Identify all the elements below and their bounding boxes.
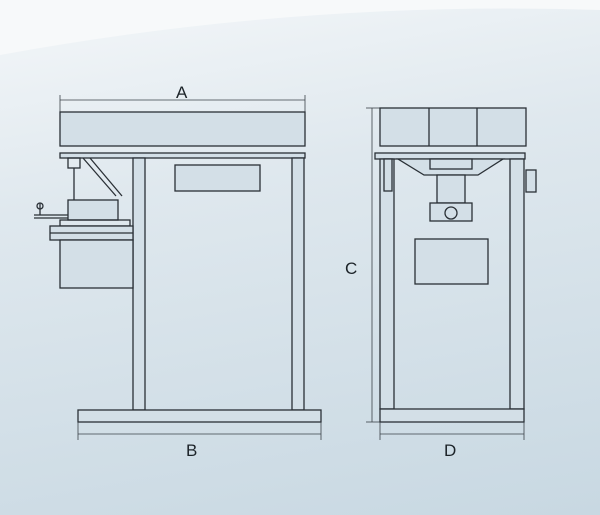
side-top-plate xyxy=(59,152,306,159)
side-right-column xyxy=(291,157,305,411)
front-right-column xyxy=(509,158,525,410)
front-view: C D xyxy=(345,107,537,460)
dimension-a: A xyxy=(59,83,306,112)
side-base xyxy=(77,409,322,423)
front-left-bracket xyxy=(383,158,393,192)
front-base xyxy=(379,408,525,423)
front-left-column xyxy=(379,158,395,410)
label-b: B xyxy=(186,441,197,460)
background-curve xyxy=(0,0,600,55)
dimension-b: B xyxy=(77,422,322,460)
side-view: A xyxy=(34,83,322,460)
side-left-column xyxy=(132,157,146,411)
dimension-c: C xyxy=(345,107,380,423)
front-panel xyxy=(414,238,489,285)
label-a: A xyxy=(176,83,188,102)
front-side-handle xyxy=(525,169,537,193)
dimension-d: D xyxy=(379,422,525,460)
side-label-panel xyxy=(174,164,261,192)
front-funnel-neck xyxy=(429,158,473,170)
front-filling-head xyxy=(429,174,473,222)
label-d: D xyxy=(444,441,456,460)
front-hopper xyxy=(379,107,527,147)
side-mechanism xyxy=(34,157,134,289)
front-top-plate xyxy=(374,152,526,160)
side-hopper xyxy=(59,111,306,147)
label-c: C xyxy=(345,259,357,278)
